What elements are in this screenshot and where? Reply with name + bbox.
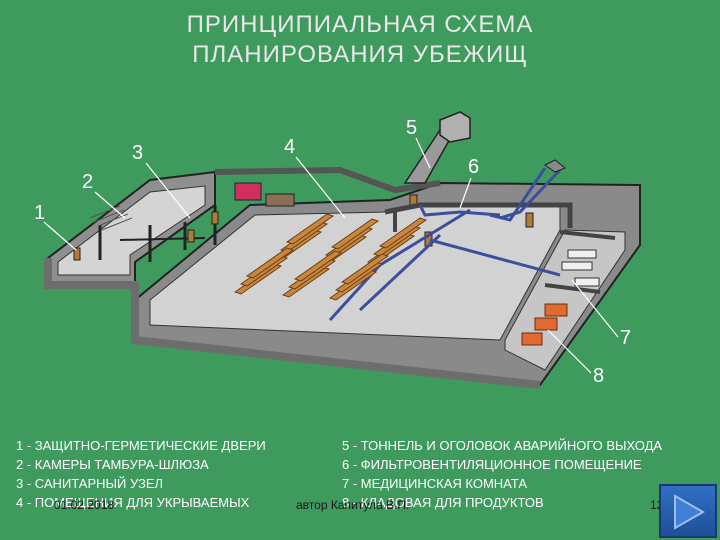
- bench: [378, 217, 428, 249]
- callout-8: 8: [593, 365, 605, 387]
- legend-item: 3 - САНИТАРНЫЙ УЗЕЛ: [16, 476, 164, 491]
- diagram-title: ПРИНЦИПИАЛЬНАЯ СХЕМА ПЛАНИРОВАНИЯ УБЕЖИЩ: [120, 10, 600, 70]
- callout-3: 3: [132, 142, 144, 164]
- footer-date: 01.02.2018: [54, 498, 115, 512]
- callout-1: 1: [34, 202, 46, 224]
- callout-7: 7: [620, 327, 632, 349]
- bench: [245, 247, 295, 279]
- exit-headpiece: [439, 111, 471, 143]
- bench: [330, 218, 380, 250]
- callout-6: 6: [468, 156, 480, 178]
- legend-left: 1 - ЗАЩИТНО-ГЕРМЕТИЧЕСКИЕ ДВЕРИ 2 - КАМЕ…: [16, 436, 266, 512]
- legend-item: 2 - КАМЕРЫ ТАМБУРА-ШЛЮЗА: [16, 457, 209, 472]
- legend-item: 8 - КЛАДОВАЯ ДЛЯ ПРОДУКТОВ: [342, 495, 544, 510]
- bench-group: [233, 213, 428, 301]
- bench: [340, 253, 390, 285]
- legend-item: 6 - ФИЛЬТРОВЕНТИЛЯЦИОННОЕ ПОМЕЩЕНИЕ: [342, 457, 642, 472]
- bench: [293, 250, 343, 282]
- next-slide-arrow-icon: [674, 494, 705, 530]
- title-line-2: ПЛАНИРОВАНИЯ УБЕЖИЩ: [192, 41, 528, 68]
- callout-5: 5: [406, 117, 418, 139]
- title-line-1: ПРИНЦИПИАЛЬНАЯ СХЕМА: [186, 11, 534, 38]
- footer-author: автор Капитула В.П.: [296, 498, 410, 512]
- callout-2: 2: [82, 171, 94, 193]
- legend-item: 7 - МЕДИЦИНСКАЯ КОМНАТА: [342, 476, 528, 491]
- callout-4: 4: [284, 136, 296, 158]
- filter-unit: [234, 182, 262, 201]
- legend-item: 4 - ПОМЕЩЕНИЯ ДЛЯ УКРЫВАЕМЫХ: [16, 495, 250, 510]
- next-slide-button[interactable]: [659, 484, 717, 538]
- legend-item: 5 - ТОННЕЛЬ И ОГОЛОВОК АВАРИЙНОГО ВЫХОДА: [342, 438, 663, 453]
- food-storage-shelves: [521, 303, 568, 346]
- hermetic-door: [73, 247, 81, 261]
- legend-item: 1 - ЗАЩИТНО-ГЕРМЕТИЧЕСКИЕ ДВЕРИ: [16, 438, 266, 453]
- legend-right: 5 - ТОННЕЛЬ И ОГОЛОВОК АВАРИЙНОГО ВЫХОДА…: [342, 436, 662, 512]
